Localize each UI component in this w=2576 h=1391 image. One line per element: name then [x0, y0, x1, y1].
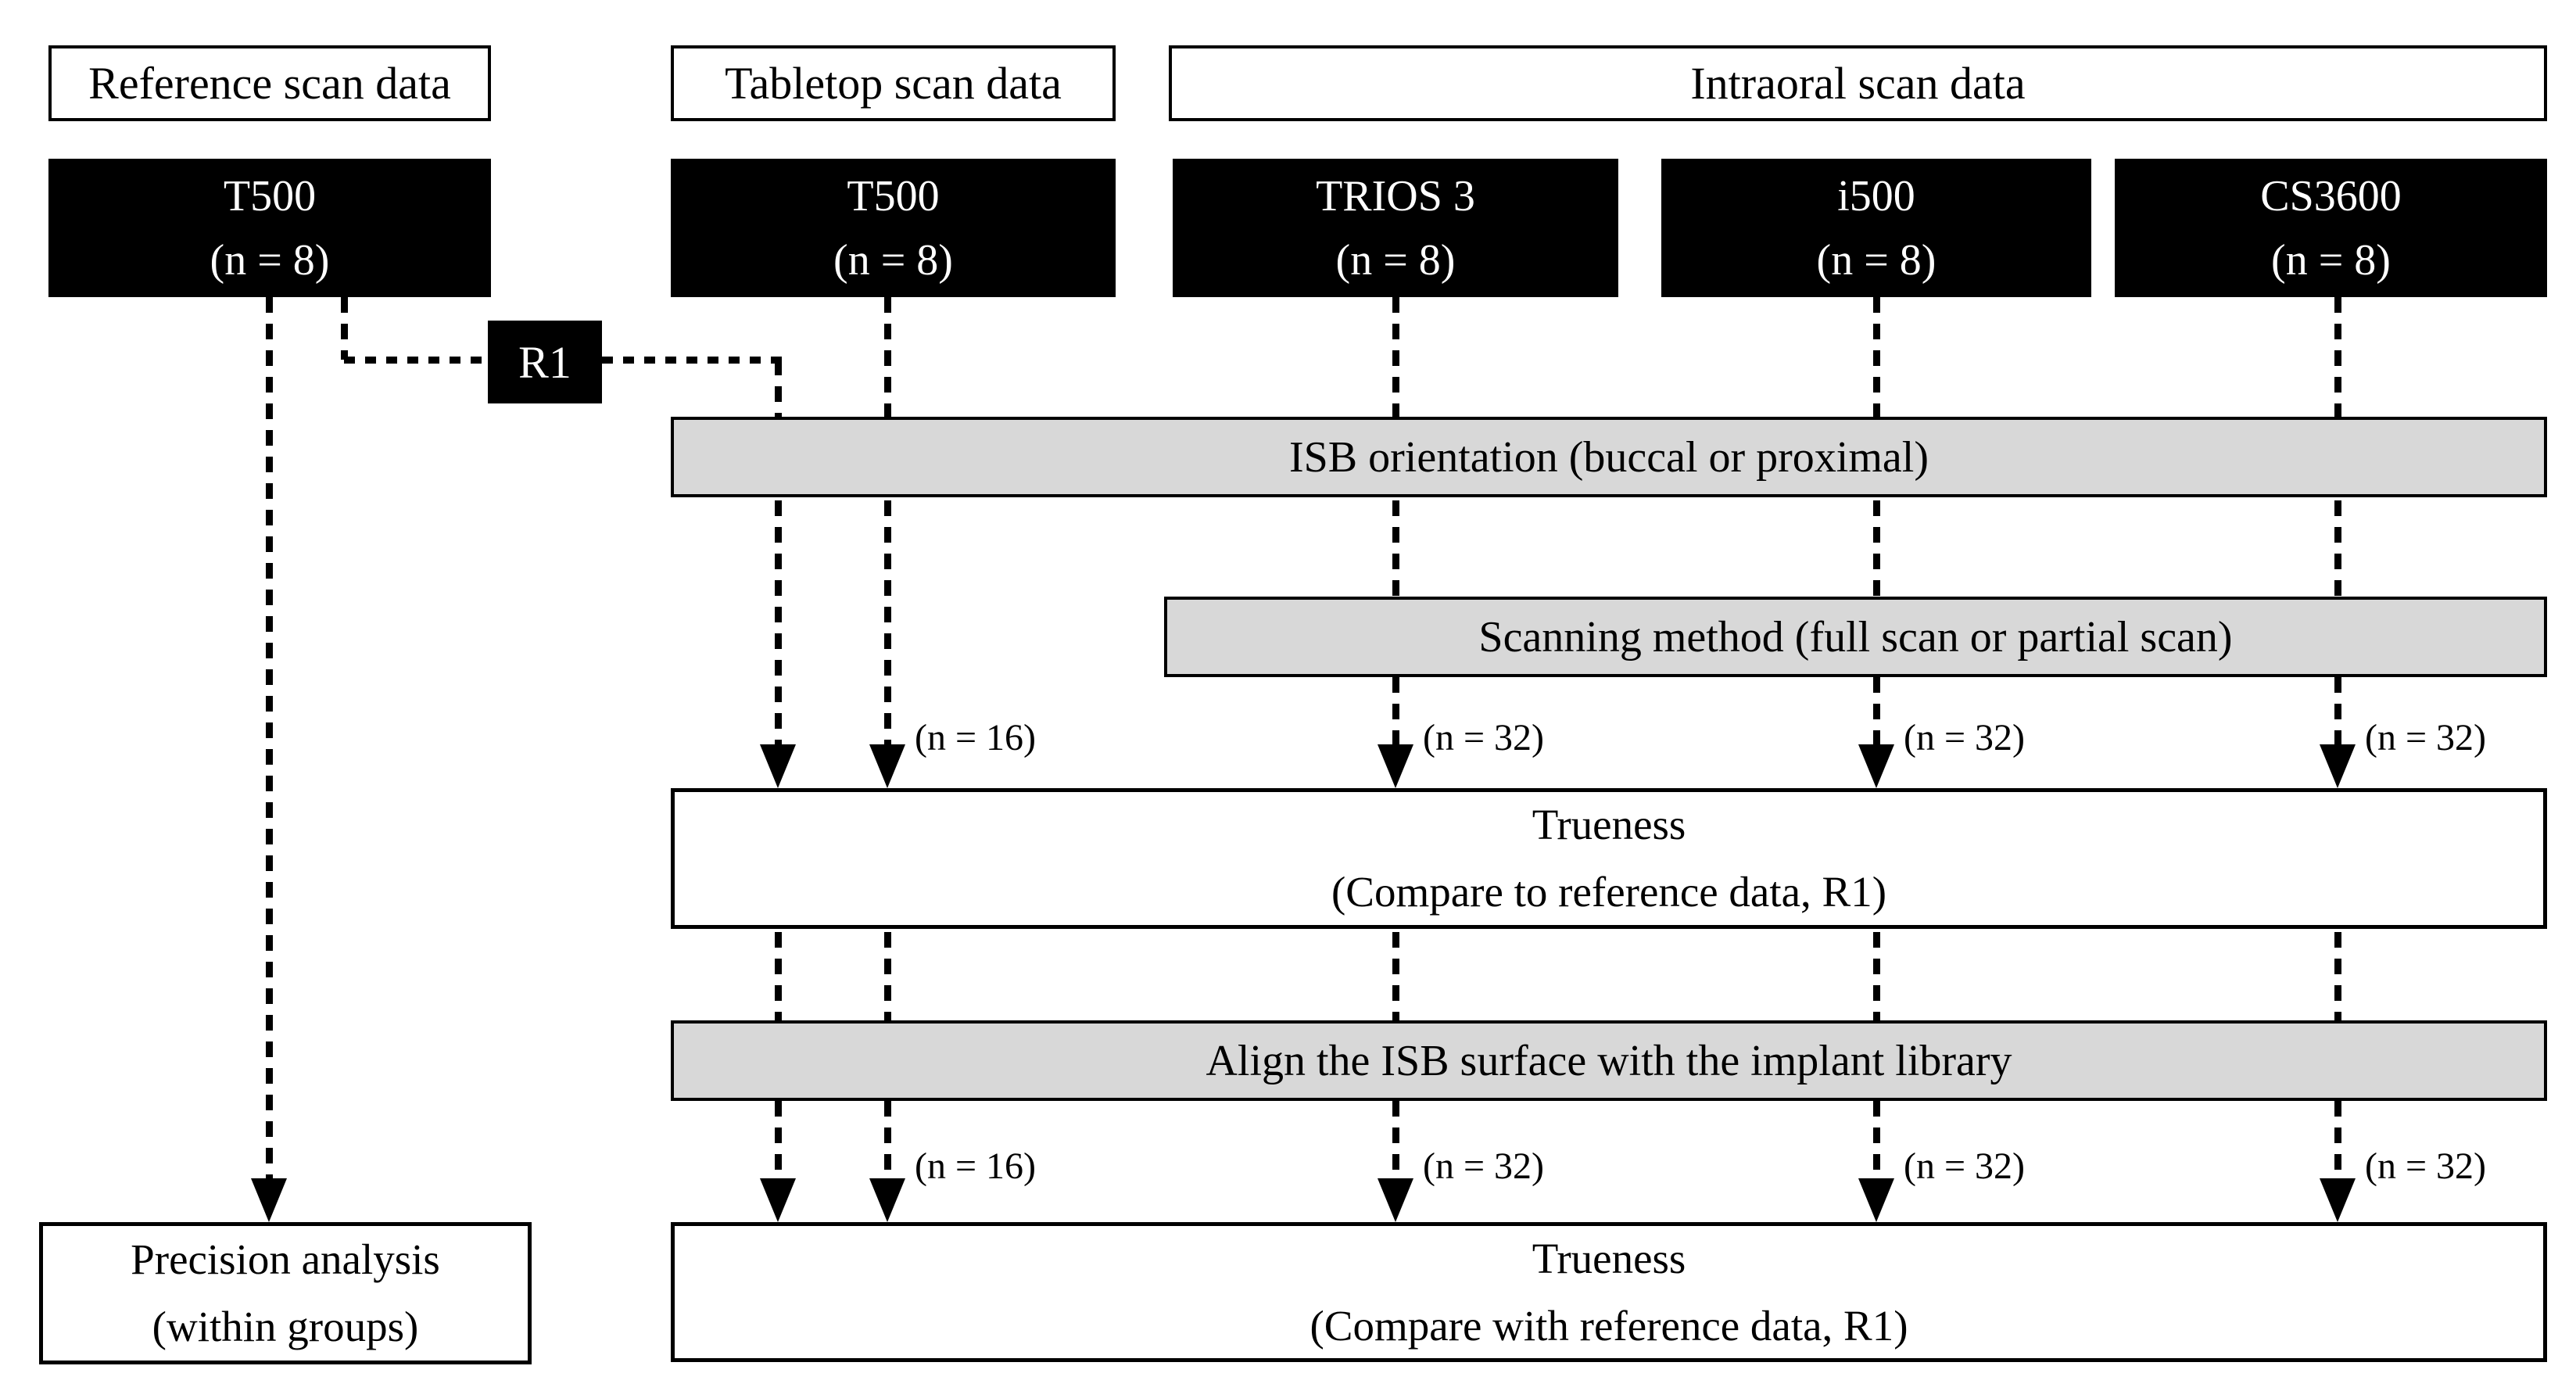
- connector-trios3-to-trueness2: [1392, 1101, 1399, 1179]
- connector-tabletop-to-align-bar: [884, 932, 891, 1020]
- connector-reference-to-precision: [266, 297, 273, 1179]
- scanner-count: (n = 8): [1816, 235, 1936, 285]
- header-label: Reference scan data: [88, 58, 451, 109]
- scanner-box-cs3600: CS3600 (n = 8): [2115, 159, 2547, 297]
- label-n16-row2: (n = 16): [915, 1145, 1037, 1187]
- connector-cs3600-to-trueness1: [2334, 677, 2341, 746]
- connector-i500-to-isb-bar: [1873, 297, 1880, 420]
- label-n32-trios3-row2: (n = 32): [1423, 1145, 1545, 1187]
- scanner-box-trios3: TRIOS 3 (n = 8): [1173, 159, 1618, 297]
- bar-scanning-method: Scanning method (full scan or partial sc…: [1164, 597, 2547, 677]
- connector-reference-down: [341, 297, 348, 360]
- connector-cs3600-to-isb-bar: [2334, 297, 2341, 420]
- trueness-subtitle: (Compare to reference data, R1): [1331, 868, 1887, 916]
- connector-tabletop-to-trueness2: [884, 1101, 891, 1179]
- header-reference-scan: Reference scan data: [48, 45, 491, 121]
- arrowhead-trueness2-r1: [760, 1178, 796, 1222]
- arrowhead-trueness1-cs3600: [2320, 744, 2356, 788]
- scanner-box-t500-tabletop: T500 (n = 8): [671, 159, 1116, 297]
- label-n32-cs3600-row1: (n = 32): [2365, 717, 2487, 758]
- scanner-count: (n = 8): [2271, 235, 2391, 285]
- arrowhead-trueness2-trios3: [1378, 1178, 1413, 1222]
- arrowhead-trueness1-i500: [1858, 744, 1894, 788]
- connector-r1-to-trueness1: [775, 500, 782, 746]
- arrowhead-trueness2-cs3600: [2320, 1178, 2356, 1222]
- arrowhead-trueness1-r1: [760, 744, 796, 788]
- bar-isb-orientation: ISB orientation (buccal or proximal): [671, 417, 2547, 497]
- label-n16-row1: (n = 16): [915, 717, 1037, 758]
- arrowhead-trueness2-tabletop: [869, 1178, 905, 1222]
- scanner-count: (n = 8): [833, 235, 953, 285]
- scanner-name: i500: [1837, 171, 1915, 220]
- bar-label: Align the ISB surface with the implant l…: [1206, 1036, 2012, 1085]
- scanner-count: (n = 8): [210, 235, 330, 285]
- arrowhead-precision: [251, 1178, 287, 1222]
- arrowhead-trueness2-i500: [1858, 1178, 1894, 1222]
- label-n32-i500-row2: (n = 32): [1904, 1145, 2026, 1187]
- connector-reference-to-r1: [344, 357, 488, 364]
- connector-tabletop-to-isb-bar: [884, 297, 891, 420]
- connector-i500-to-trueness1: [1873, 677, 1880, 746]
- connector-cs3600-to-scan-bar: [2334, 500, 2341, 597]
- connector-tabletop-to-trueness1: [884, 500, 891, 746]
- arrowhead-trueness1-tabletop: [869, 744, 905, 788]
- label-n32-trios3-row1: (n = 32): [1423, 717, 1545, 758]
- scanner-name: T500: [847, 171, 940, 220]
- connector-r1-to-trueness2: [775, 1101, 782, 1179]
- header-label: Intraoral scan data: [1690, 58, 2026, 109]
- connector-trios3-to-isb-bar: [1392, 297, 1399, 420]
- scanner-count: (n = 8): [1335, 235, 1456, 285]
- connector-r1-right: [602, 357, 785, 364]
- scanner-name: T500: [223, 171, 317, 220]
- connector-trios3-to-trueness1: [1392, 677, 1399, 746]
- scanner-box-t500-reference: T500 (n = 8): [48, 159, 491, 297]
- header-intraoral-scan: Intraoral scan data: [1169, 45, 2547, 121]
- connector-i500-to-align-bar: [1873, 932, 1880, 1020]
- header-tabletop-scan: Tabletop scan data: [671, 45, 1116, 121]
- r1-reference-box: R1: [488, 321, 602, 403]
- precision-title: Precision analysis: [131, 1235, 440, 1283]
- connector-cs3600-to-align-bar: [2334, 932, 2341, 1020]
- label-n32-i500-row1: (n = 32): [1904, 717, 2026, 758]
- connector-i500-to-scan-bar: [1873, 500, 1880, 597]
- precision-subtitle: (within groups): [152, 1303, 419, 1350]
- r1-label: R1: [518, 336, 571, 388]
- connector-cs3600-to-trueness2: [2334, 1101, 2341, 1179]
- arrowhead-trueness1-trios3: [1378, 744, 1413, 788]
- box-precision-analysis: Precision analysis (within groups): [39, 1222, 532, 1364]
- connector-r1-to-isb-bar: [775, 360, 782, 420]
- bar-label: ISB orientation (buccal or proximal): [1289, 432, 1929, 482]
- box-trueness-1: Trueness (Compare to reference data, R1): [671, 788, 2547, 929]
- scanner-name: CS3600: [2260, 171, 2402, 220]
- connector-r1-to-align-bar: [775, 932, 782, 1020]
- trueness-subtitle: (Compare with reference data, R1): [1309, 1301, 1908, 1350]
- bar-label: Scanning method (full scan or partial sc…: [1478, 612, 2233, 661]
- trueness-title: Trueness: [1532, 801, 1686, 848]
- scanner-name: TRIOS 3: [1316, 171, 1475, 220]
- box-trueness-2: Trueness (Compare with reference data, R…: [671, 1222, 2547, 1362]
- bar-align-isb-library: Align the ISB surface with the implant l…: [671, 1020, 2547, 1101]
- connector-i500-to-trueness2: [1873, 1101, 1880, 1179]
- connector-trios3-to-align-bar: [1392, 932, 1399, 1020]
- scanner-box-i500: i500 (n = 8): [1661, 159, 2091, 297]
- header-label: Tabletop scan data: [725, 58, 1062, 109]
- connector-trios3-to-scan-bar: [1392, 500, 1399, 597]
- label-n32-cs3600-row2: (n = 32): [2365, 1145, 2487, 1187]
- trueness-title: Trueness: [1532, 1234, 1686, 1282]
